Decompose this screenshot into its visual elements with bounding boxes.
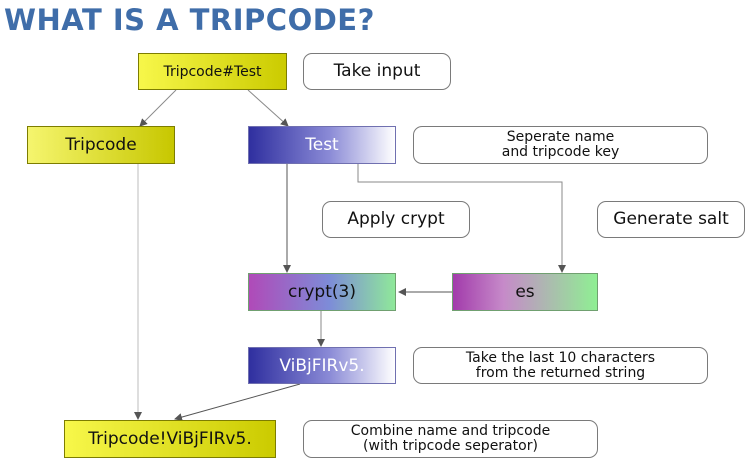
note-separate: Seperate name and tripcode key <box>413 126 708 164</box>
note-separate-text: Seperate name and tripcode key <box>501 129 620 160</box>
arrow-input-to-key <box>247 89 289 127</box>
note-combine-text: Combine name and tripcode (with tripcode… <box>350 423 551 454</box>
note-generate-salt: Generate salt <box>597 201 745 238</box>
node-name: Tripcode <box>27 126 175 164</box>
arrow-input-to-name <box>139 89 177 127</box>
note-last-chars-text: Take the last 10 characters from the ret… <box>465 349 656 381</box>
note-last-chars: Take the last 10 characters from the ret… <box>413 347 708 384</box>
note-apply-crypt: Apply crypt <box>322 201 470 238</box>
arrow-key-to-salt <box>357 164 566 273</box>
node-crypt: crypt(3) <box>248 273 396 311</box>
arrow-hash-to-result <box>174 383 301 421</box>
node-salt: es <box>452 273 598 311</box>
note-take-input: Take input <box>303 53 451 90</box>
node-key: Test <box>248 126 396 164</box>
node-hash: ViBjFIRv5. <box>248 347 396 384</box>
note-combine: Combine name and tripcode (with tripcode… <box>303 420 598 458</box>
node-result: Tripcode!ViBjFIRv5. <box>64 420 276 458</box>
page-title: WHAT IS A TRIPCODE? <box>4 3 375 37</box>
node-input: Tripcode#Test <box>138 53 287 90</box>
